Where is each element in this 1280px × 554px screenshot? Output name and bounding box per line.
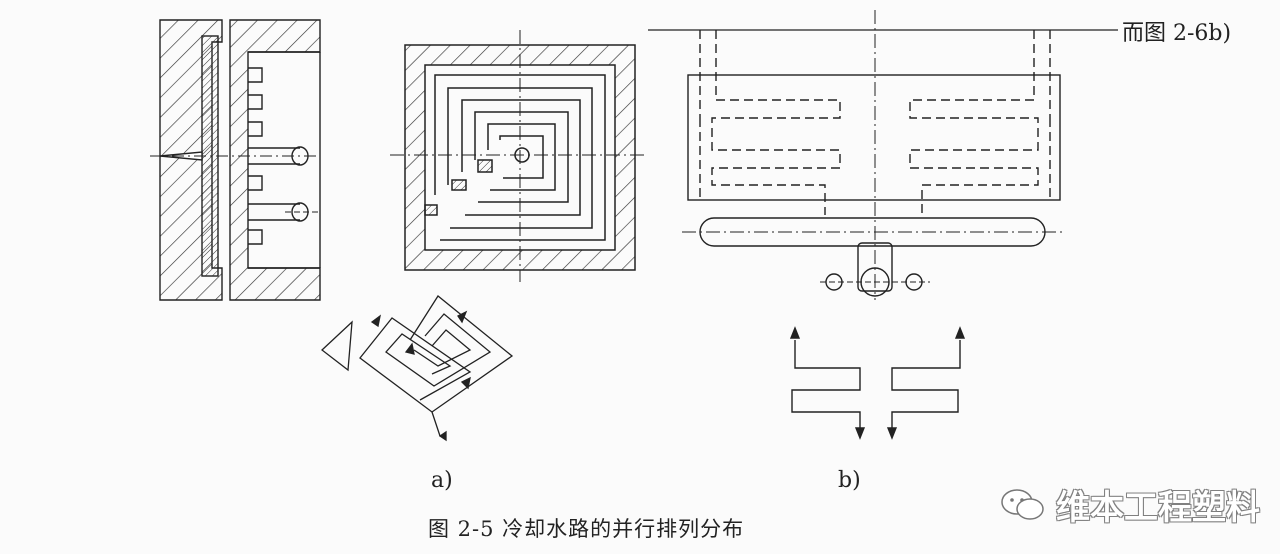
subfigure-label-b: b) (838, 468, 861, 493)
subfigure-label-a: a) (431, 468, 453, 493)
outlet-pipe (857, 242, 893, 292)
manifold-pipe (699, 217, 1046, 247)
cooling-channel-ports (248, 67, 263, 245)
flow-arrow (438, 430, 447, 442)
spiral-plan-view (390, 30, 648, 282)
figure-caption: 图 2-5 冷却水路的并行排列分布 (428, 517, 745, 541)
mold-plate-outline (687, 74, 1061, 201)
watermark: 维本工程塑料 (1000, 480, 1260, 529)
flow-schematic (789, 326, 966, 440)
reference-label: 而图 2-6b) (1122, 21, 1232, 46)
wechat-icon (1001, 488, 1044, 520)
watermark-text: 维本工程塑料 (1056, 488, 1260, 528)
mold-section-view (150, 19, 321, 301)
spiral-isometric-view (320, 295, 514, 442)
parallel-channel-view (648, 10, 1118, 300)
